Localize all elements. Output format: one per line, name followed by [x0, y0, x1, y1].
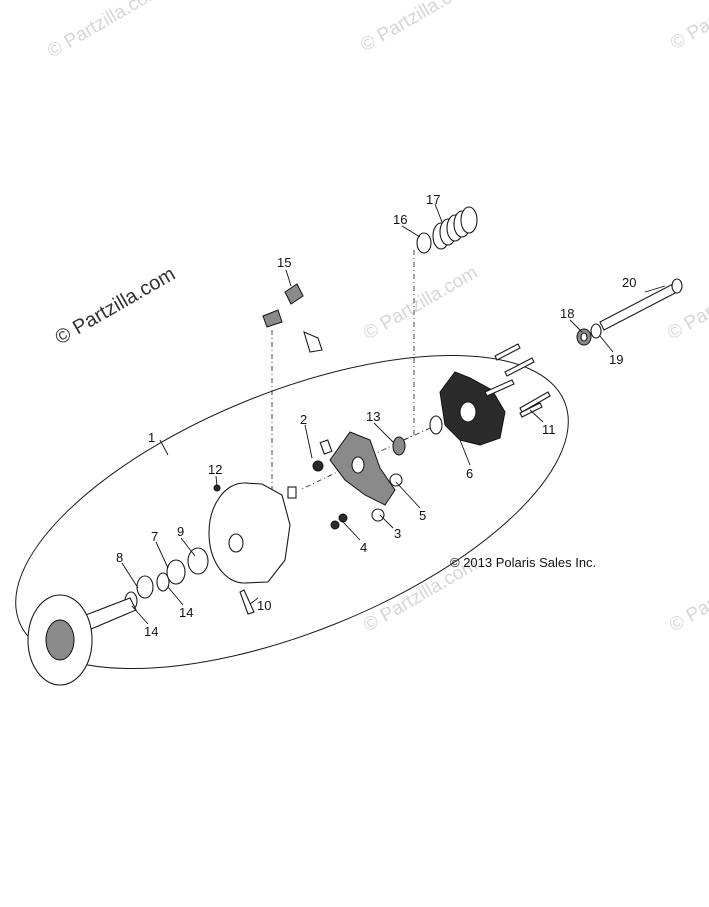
- leader-lines: [121, 203, 666, 625]
- callout-2: 2: [300, 412, 307, 427]
- callout-1: 1: [148, 430, 155, 445]
- callout-18: 18: [560, 306, 574, 321]
- callout-12: 12: [208, 462, 222, 477]
- watermark-top-left: © Partzilla.com: [44, 0, 165, 62]
- callout-4: 4: [360, 540, 367, 555]
- watermark-top-center: © Partzilla.com: [357, 0, 478, 56]
- callout-20: 20: [622, 275, 636, 290]
- washer-19: [590, 323, 602, 339]
- ring-14b: [156, 572, 170, 592]
- moveable-hub: [312, 431, 403, 530]
- ring-16: [416, 232, 432, 254]
- callout-14a: 14: [144, 624, 158, 639]
- nut-18: [576, 328, 592, 346]
- watermark-large: © Partzilla.com: [52, 263, 180, 349]
- callout-19: 19: [609, 352, 623, 367]
- callout-8: 8: [116, 550, 123, 565]
- fixed-sheave: [27, 594, 137, 686]
- spring-17: [432, 206, 478, 250]
- bushing-13: [392, 436, 406, 456]
- callout-15: 15: [277, 255, 291, 270]
- callout-6: 6: [466, 466, 473, 481]
- moveable-sheave-10: [208, 482, 297, 615]
- bolt-long: [599, 278, 683, 331]
- callout-16: 16: [393, 212, 407, 227]
- callout-13: 13: [366, 409, 380, 424]
- callout-9: 9: [177, 524, 184, 539]
- weights-15: [262, 283, 323, 353]
- callout-7: 7: [151, 529, 158, 544]
- spider-6: [429, 371, 506, 446]
- copyright-notice: © 2013 Polaris Sales Inc.: [450, 555, 596, 570]
- bushing-8: [136, 575, 154, 599]
- callout-10: 10: [257, 598, 271, 613]
- bushing-9: [187, 547, 209, 575]
- watermark-mid-center: © Partzilla.com: [360, 262, 481, 344]
- watermark-mid-right: © Partzilla.com: [664, 262, 709, 344]
- watermark-top-right: © Partzilla.com: [667, 0, 709, 54]
- bushings-and-rings: [124, 547, 209, 611]
- callout-17: 17: [426, 192, 440, 207]
- assembly-outline: [15, 354, 569, 670]
- callout-numbers: 1 2 3 4 5 6 7 8 9 10 11 12 13 14 14 15 1…: [116, 192, 636, 639]
- callout-11: 11: [542, 422, 556, 437]
- callout-3: 3: [394, 526, 401, 541]
- callout-14b: 14: [179, 605, 193, 620]
- bushing-7: [166, 559, 186, 585]
- bolts-11: [484, 343, 551, 418]
- watermark-bottom-right: © Partzilla.com: [666, 554, 709, 636]
- callout-5: 5: [419, 508, 426, 523]
